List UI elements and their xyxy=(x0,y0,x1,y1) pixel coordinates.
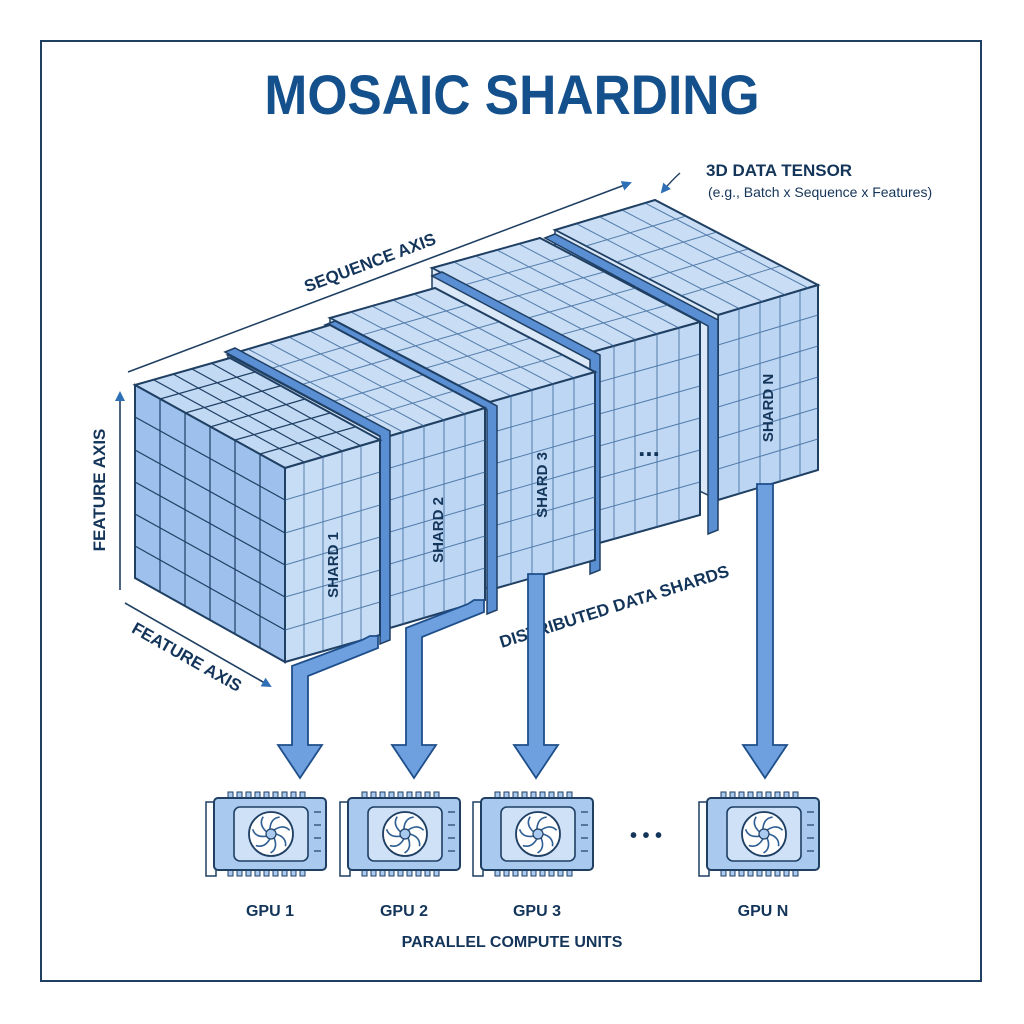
gpu-fan-blade xyxy=(394,816,402,833)
gpu-fan-blade xyxy=(748,838,764,848)
sequence-axis-arrow xyxy=(127,181,632,373)
gpu-cards xyxy=(205,791,820,877)
gpu-fan-blade xyxy=(542,833,554,847)
tensor-label: 3D DATA TENSOR xyxy=(706,161,853,180)
shard-separator xyxy=(430,271,601,576)
gpu-fan-blade xyxy=(744,828,760,838)
gpu-fan-blade xyxy=(768,833,780,847)
gpu-fan-blade xyxy=(407,826,425,831)
shard-separator xyxy=(543,233,719,536)
gpu-fan-blade xyxy=(270,837,277,854)
gpu-fan-blade xyxy=(766,826,784,831)
gpu-3-label: GPU 3 xyxy=(513,903,561,920)
gpu-fan-blade xyxy=(536,816,547,830)
gpu-ellipsis: • • • xyxy=(630,825,662,847)
page-title: MOSAIC SHARDING xyxy=(264,63,760,126)
tensor-sublabel: (e.g., Batch x Sequence x Features) xyxy=(708,184,933,200)
gpu-fan-blade xyxy=(537,837,544,854)
distribution-arrows xyxy=(276,483,789,780)
gpu-2-label: GPU 2 xyxy=(380,903,428,920)
gpu-fan-blade xyxy=(527,816,535,833)
shard-1-arrow xyxy=(276,635,379,780)
shard-2-arrow xyxy=(390,599,485,780)
feature-axis-depth-arrow xyxy=(124,602,272,687)
diagram-border xyxy=(40,40,982,982)
shard-separator xyxy=(323,320,498,616)
shard-separator xyxy=(223,347,391,646)
shard-1-block xyxy=(132,356,383,664)
gpu-1-label: GPU 1 xyxy=(246,903,294,920)
footer-label: PARALLEL COMPUTE UNITS xyxy=(401,934,623,951)
gpu-fan-blade xyxy=(763,837,770,854)
gpu-fan-blade xyxy=(255,838,271,848)
gpu-fan-blade xyxy=(518,828,534,838)
gpu-fan-blade xyxy=(385,828,401,838)
gpu-card-3 xyxy=(472,791,594,877)
gpu-fan-blade xyxy=(409,833,421,847)
shard-n-label: SHARD N xyxy=(760,374,777,442)
shard-n-arrow xyxy=(741,483,789,780)
gpu-fan-blade xyxy=(275,833,287,847)
middle-ellipsis: ... xyxy=(638,432,660,462)
gpu-fan-blade xyxy=(260,816,268,833)
gpu-fan-blade xyxy=(273,826,291,831)
gpu-fan-blade xyxy=(251,828,267,838)
gpu-fan-blade xyxy=(389,838,405,848)
gpu-fan-blade xyxy=(403,816,414,830)
gpu-fan-hub xyxy=(758,828,770,840)
gpu-fan-blade xyxy=(522,838,538,848)
gpu-card-4 xyxy=(698,791,820,877)
gpu-fan-blade xyxy=(269,816,280,830)
gpu-fan-blade xyxy=(762,816,773,830)
gpu-card-2 xyxy=(339,791,461,877)
shard-3-label: SHARD 3 xyxy=(534,452,551,518)
gpu-fan-hub xyxy=(399,828,411,840)
gpu-fan-blade xyxy=(753,816,761,833)
shard-2-label: SHARD 2 xyxy=(430,497,447,563)
gpu-fan-blade xyxy=(540,826,558,831)
tensor-callout-arrow xyxy=(660,172,681,194)
gpu-n-label: GPU N xyxy=(738,903,789,920)
shard-1-label: SHARD 1 xyxy=(325,532,342,598)
gpu-card-1 xyxy=(205,791,327,877)
shard-3-arrow xyxy=(512,573,560,780)
gpu-fan-hub xyxy=(532,828,544,840)
feature-axis-vertical-label: FEATURE AXIS xyxy=(90,429,109,552)
gpu-fan-hub xyxy=(265,828,277,840)
gpu-fan-blade xyxy=(404,837,411,854)
